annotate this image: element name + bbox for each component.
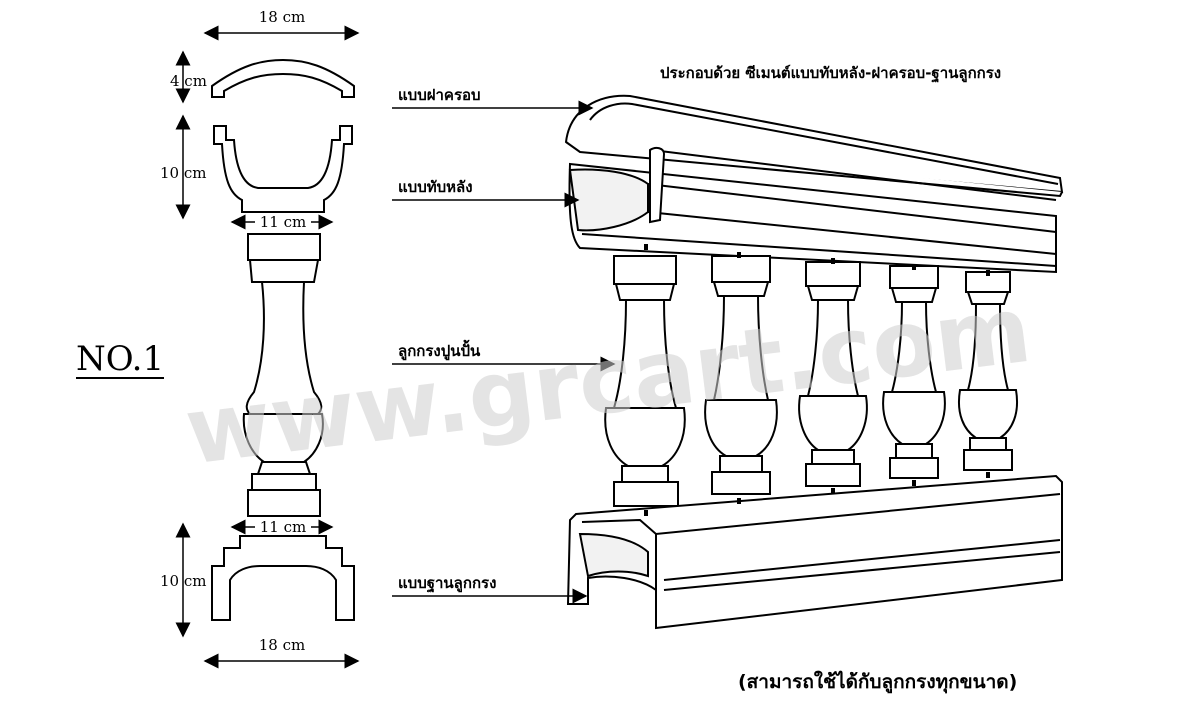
baluster-4 [882, 265, 946, 479]
base-width-dimension: 18 cm [203, 636, 360, 669]
callout-cap-label: แบบฝาครอบ [398, 86, 481, 104]
handrail-height-label: 10 cm [160, 164, 206, 182]
callout-cap: แบบฝาครอบ [392, 86, 594, 116]
model-label: NO.1 [76, 339, 164, 379]
baluster-2 [704, 255, 778, 495]
base-inner-width-dimension: 11 cm [230, 518, 334, 536]
base-height-label: 10 cm [160, 572, 206, 590]
callout-baluster: ลูกกรงปูนปั้น [392, 339, 616, 372]
baluster-5 [958, 271, 1018, 471]
handrail-inner-width-dimension: 11 cm [230, 213, 334, 231]
cap-width-dimension: 18 cm [203, 8, 360, 41]
assembled-balusters [604, 255, 1018, 507]
cap-width-label: 18 cm [259, 8, 305, 26]
base-width-label: 18 cm [259, 636, 305, 654]
footer-note: (สามารถใช้ได้กับลูกกรงทุกขนาด) [738, 670, 1017, 694]
cap-profile [211, 58, 355, 98]
base-height-dimension: 10 cm [160, 522, 206, 638]
connection-marks [644, 244, 990, 516]
assembled-base [566, 474, 1063, 630]
base-inner-width-label: 11 cm [260, 518, 306, 536]
callout-base-label: แบบฐานลูกกรง [398, 574, 496, 593]
callout-handrail: แบบทับหลัง [392, 178, 580, 208]
cap-height-label: 4 cm [170, 72, 207, 90]
cap-height-dimension: 4 cm [170, 50, 207, 104]
handrail-inner-width-label: 11 cm [260, 213, 306, 231]
handrail-profile [213, 125, 353, 213]
handrail-height-dimension: 10 cm [160, 114, 206, 220]
base-profile [211, 535, 355, 621]
callout-base: แบบฐานลูกกรง [392, 574, 588, 604]
baluster-3 [798, 261, 868, 487]
header-text: ประกอบด้วย ซีเมนต์แบบทับหลัง-ฝาครอบ-ฐานล… [660, 64, 1001, 83]
assembled-handrail [568, 146, 1057, 274]
baluster-side-view [242, 233, 324, 517]
baluster-1 [604, 255, 686, 507]
callout-baluster-label: ลูกกรงปูนปั้น [398, 339, 481, 361]
callout-handrail-label: แบบทับหลัง [398, 178, 473, 196]
